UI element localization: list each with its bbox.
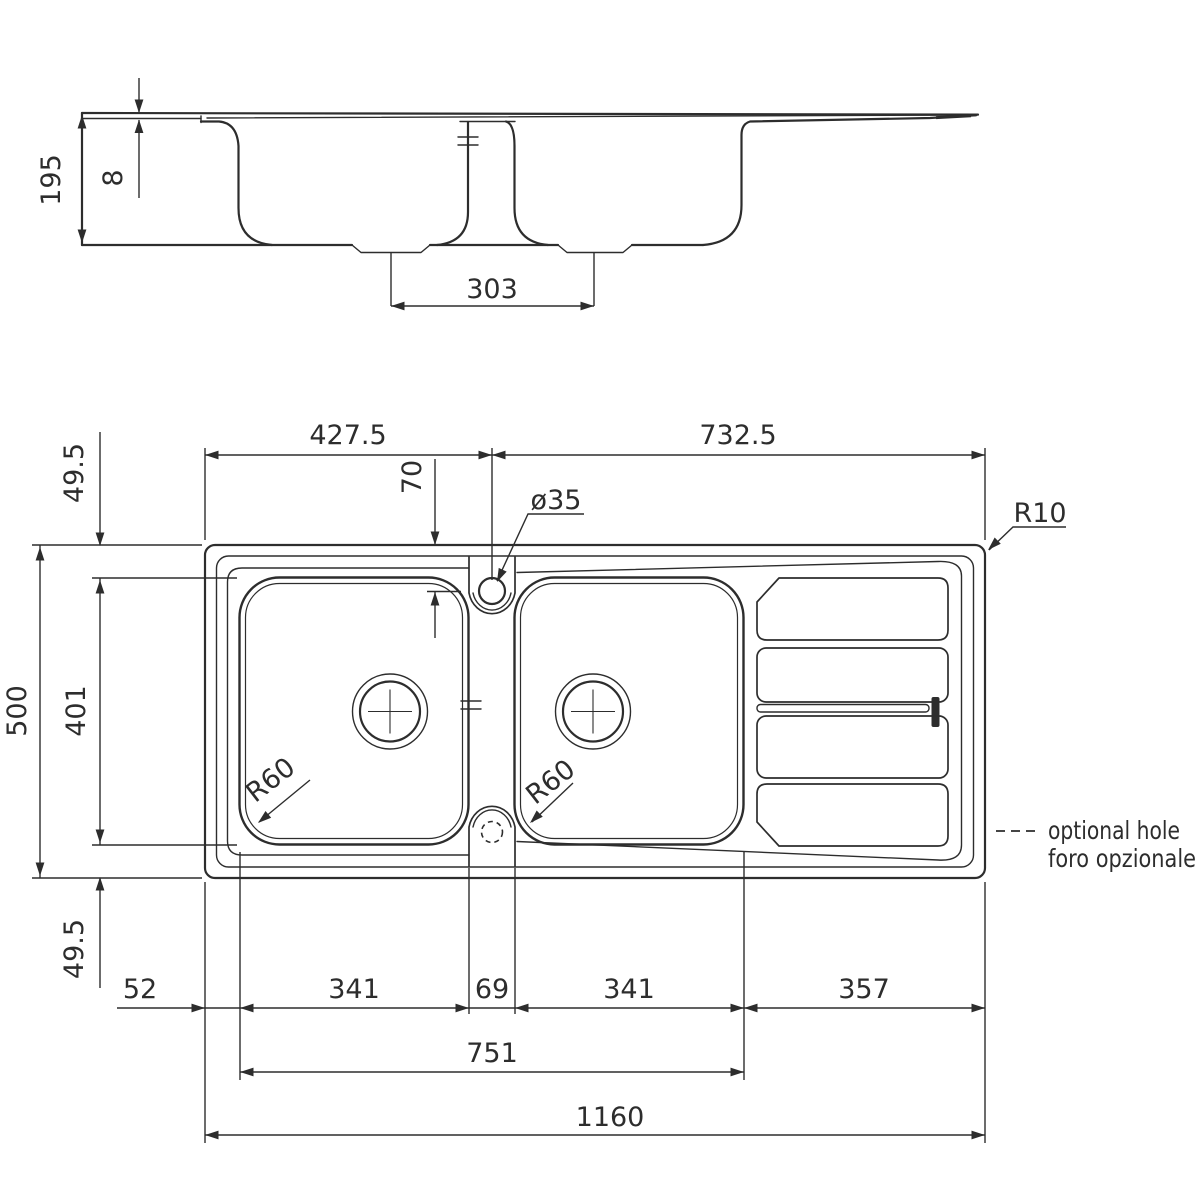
dim-tap-to-right-label: 732.5	[699, 420, 776, 451]
optional-hole-boss	[468, 805, 516, 867]
optional-hole-legend: optional hole foro opzionale	[996, 816, 1196, 873]
dim-overall-height-label: 195	[36, 154, 67, 206]
dim-rim-top-label: 49.5	[59, 443, 90, 503]
legend-optional-hole-it: foro opzionale	[1048, 844, 1196, 873]
plan-view-dimensions: 427.5 732.5 70 ø35 R10 49.5 500 401 R60 …	[2, 420, 1067, 1143]
bowl-radius-right-label: R60	[520, 754, 581, 811]
bowl-right	[513, 576, 745, 846]
dim-rim-thickness-label: 8	[98, 169, 129, 186]
dim-rim-bottom-label: 49.5	[59, 919, 90, 979]
drainboard-rib-2	[756, 647, 949, 703]
drain-right	[554, 673, 632, 750]
bowls	[238, 576, 745, 846]
drainboard-channel	[756, 703, 930, 713]
tap-hole-leader	[496, 513, 584, 582]
legend-optional-hole-en: optional hole	[1048, 816, 1180, 845]
dim-drainer-width-label: 357	[838, 974, 890, 1005]
drainboard-panel	[516, 560, 963, 861]
side-view-outline	[80, 111, 980, 254]
drainboard-ribs	[756, 577, 949, 847]
dim-divider-width-label: 69	[475, 974, 509, 1005]
sink-deck-outline	[203, 543, 987, 880]
dim-overall-width-label: 1160	[576, 1102, 645, 1133]
side-view-dimensions: 195 8 303	[36, 78, 595, 311]
bowl-left	[238, 576, 470, 846]
dim-left-rim-label: 52	[123, 974, 157, 1005]
drain-boss-left	[351, 244, 431, 254]
plan-view-outline	[203, 543, 987, 880]
dim-drain-centres-label: 303	[466, 274, 518, 305]
corner-radius-leader	[988, 526, 1066, 551]
centerline-ticks-side	[457, 136, 479, 146]
drainboard-channel-end	[931, 697, 940, 727]
dimension-arrowheads	[35, 450, 1001, 1140]
dim-left-to-tap-label: 427.5	[309, 420, 386, 451]
centerline-ticks-plan	[460, 700, 482, 710]
tap-hole	[477, 576, 507, 606]
optional-hole	[480, 820, 504, 844]
drain-left	[351, 673, 429, 750]
dim-bowl1-width-label: 341	[328, 974, 380, 1005]
dim-overall-depth-label: 500	[2, 685, 33, 737]
plan-view: 427.5 732.5 70 ø35 R10 49.5 500 401 R60 …	[2, 420, 1067, 1143]
side-view: 195 8 303	[36, 78, 980, 311]
tap-hole-diameter-label: ø35	[531, 485, 582, 516]
drainboard-rib-4	[756, 783, 949, 847]
dim-bowl2-width-label: 341	[603, 974, 655, 1005]
drain-boss-right	[557, 244, 633, 254]
dim-bowl-length-label: 401	[61, 685, 92, 737]
drainboard-rib-1	[756, 577, 949, 641]
bowl-radius-left-label: R60	[240, 752, 301, 809]
drainboard-rib-3	[756, 715, 949, 779]
corner-radius-label: R10	[1013, 498, 1066, 529]
dim-bowls-overall-label: 751	[466, 1038, 518, 1069]
dim-tap-offset-label: 70	[397, 460, 428, 494]
